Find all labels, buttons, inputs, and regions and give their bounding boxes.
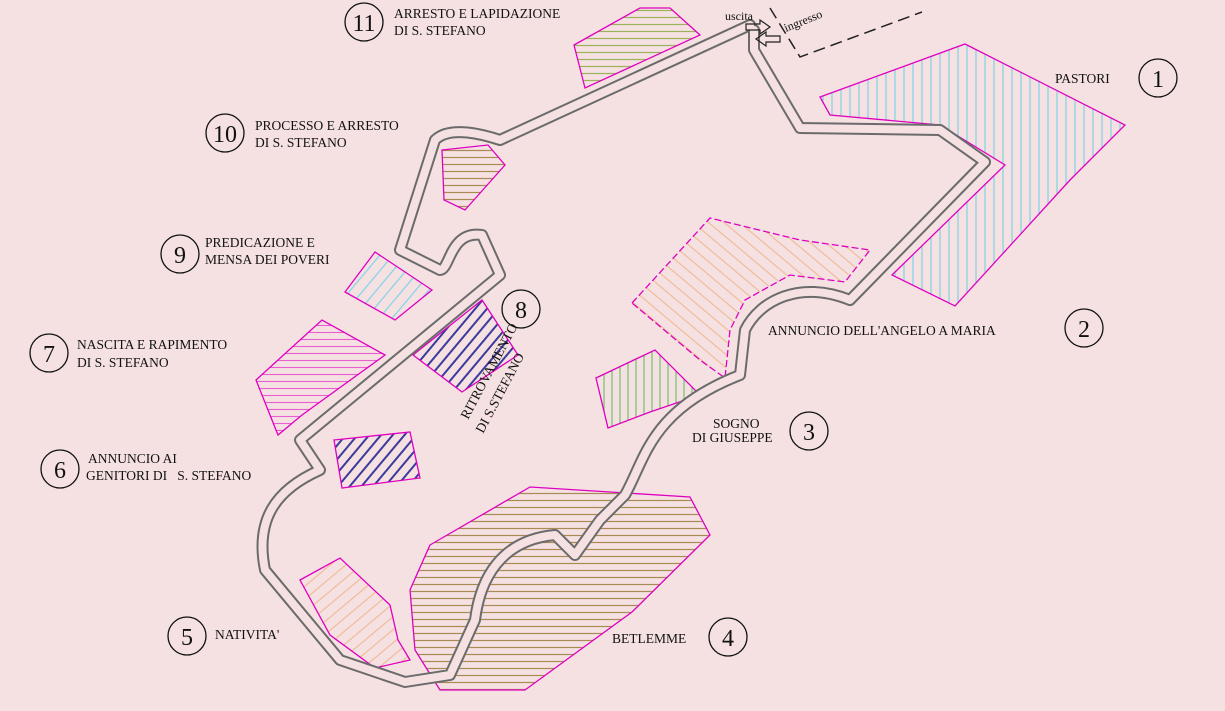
station-label: BETLEMME	[612, 631, 686, 646]
exit-label: uscita	[725, 9, 754, 23]
area-9-predicazione	[344, 251, 434, 321]
number-badge	[344, 2, 384, 42]
station-number: 6	[54, 458, 66, 484]
station-number: 8	[515, 298, 527, 324]
station-number: 7	[43, 342, 55, 368]
station-number: 9	[174, 243, 186, 269]
station-label: PASTORI	[1055, 71, 1110, 86]
number-badge	[708, 617, 748, 657]
area-10-processo	[441, 144, 506, 211]
area-6-annuncio-genitori	[333, 431, 421, 489]
station-10: 10 PROCESSO E ARRESTO DI S. STEFANO	[205, 113, 399, 153]
number-badge	[40, 449, 80, 489]
area-2-annuncio	[631, 217, 872, 380]
station-5: 5 NATIVITA'	[167, 616, 279, 656]
station-label: GENITORI DI S. STEFANO	[86, 468, 252, 483]
station-number: 3	[803, 420, 815, 446]
exit-arrow-icon	[745, 18, 772, 36]
area-5-nativita	[299, 557, 412, 669]
entry-arrow-icon	[754, 30, 781, 48]
station-number: 10	[213, 122, 237, 148]
station-label: DI S. STEFANO	[77, 355, 169, 370]
station-number: 1	[1152, 67, 1164, 93]
station-number: 2	[1078, 317, 1090, 343]
station-4: BETLEMME 4	[612, 617, 748, 657]
number-badge	[167, 616, 207, 656]
route-path	[256, 19, 991, 688]
area-3-sogno	[595, 349, 702, 429]
station-label: ANNUNCIO AI	[88, 451, 177, 466]
area-4-betlemme	[409, 486, 711, 691]
station-11: 11 ARRESTO E LAPIDAZIONE DI S. STEFANO	[344, 2, 560, 42]
station-3: SOGNO DI GIUSEPPE 3	[692, 411, 829, 451]
station-label: ANNUNCIO DELL'ANGELO A MARIA	[768, 323, 996, 338]
station-2: ANNUNCIO DELL'ANGELO A MARIA 2	[768, 308, 1104, 348]
number-badge	[789, 411, 829, 451]
station-label: PREDICAZIONE E	[205, 235, 315, 250]
station-label: DI S. STEFANO	[394, 23, 486, 38]
station-9: 9 PREDICAZIONE E MENSA DEI POVERI	[160, 234, 330, 274]
number-badge	[29, 333, 69, 373]
station-6: 6 ANNUNCIO AI GENITORI DI S. STEFANO	[40, 449, 252, 489]
area-7-nascita	[255, 319, 387, 437]
area-1-pastori	[819, 43, 1127, 307]
station-number: 11	[352, 11, 375, 37]
station-label: DI GIUSEPPE	[692, 430, 773, 445]
number-badge	[205, 113, 245, 153]
area-11-arresto	[573, 7, 702, 89]
station-label: NASCITA E RAPIMENTO	[77, 337, 227, 352]
station-number: 4	[722, 626, 734, 652]
station-label: DI S. STEFANO	[255, 135, 347, 150]
station-number: 5	[181, 625, 193, 651]
station-label: SOGNO	[713, 416, 760, 431]
entry-label: ingresso	[782, 7, 824, 35]
station-label: ARRESTO E LAPIDAZIONE	[394, 6, 560, 21]
station-label: MENSA DEI POVERI	[205, 252, 330, 267]
number-badge	[501, 289, 541, 329]
number-badge	[1064, 308, 1104, 348]
number-badge	[1138, 58, 1178, 98]
station-label: PROCESSO E ARRESTO	[255, 118, 399, 133]
station-label: NATIVITA'	[215, 627, 279, 642]
station-7: 7 NASCITA E RAPIMENTO DI S. STEFANO	[29, 333, 227, 373]
number-badge	[160, 234, 200, 274]
station-1: PASTORI 1	[1055, 58, 1178, 98]
area-8-ritrovamento	[411, 299, 519, 393]
